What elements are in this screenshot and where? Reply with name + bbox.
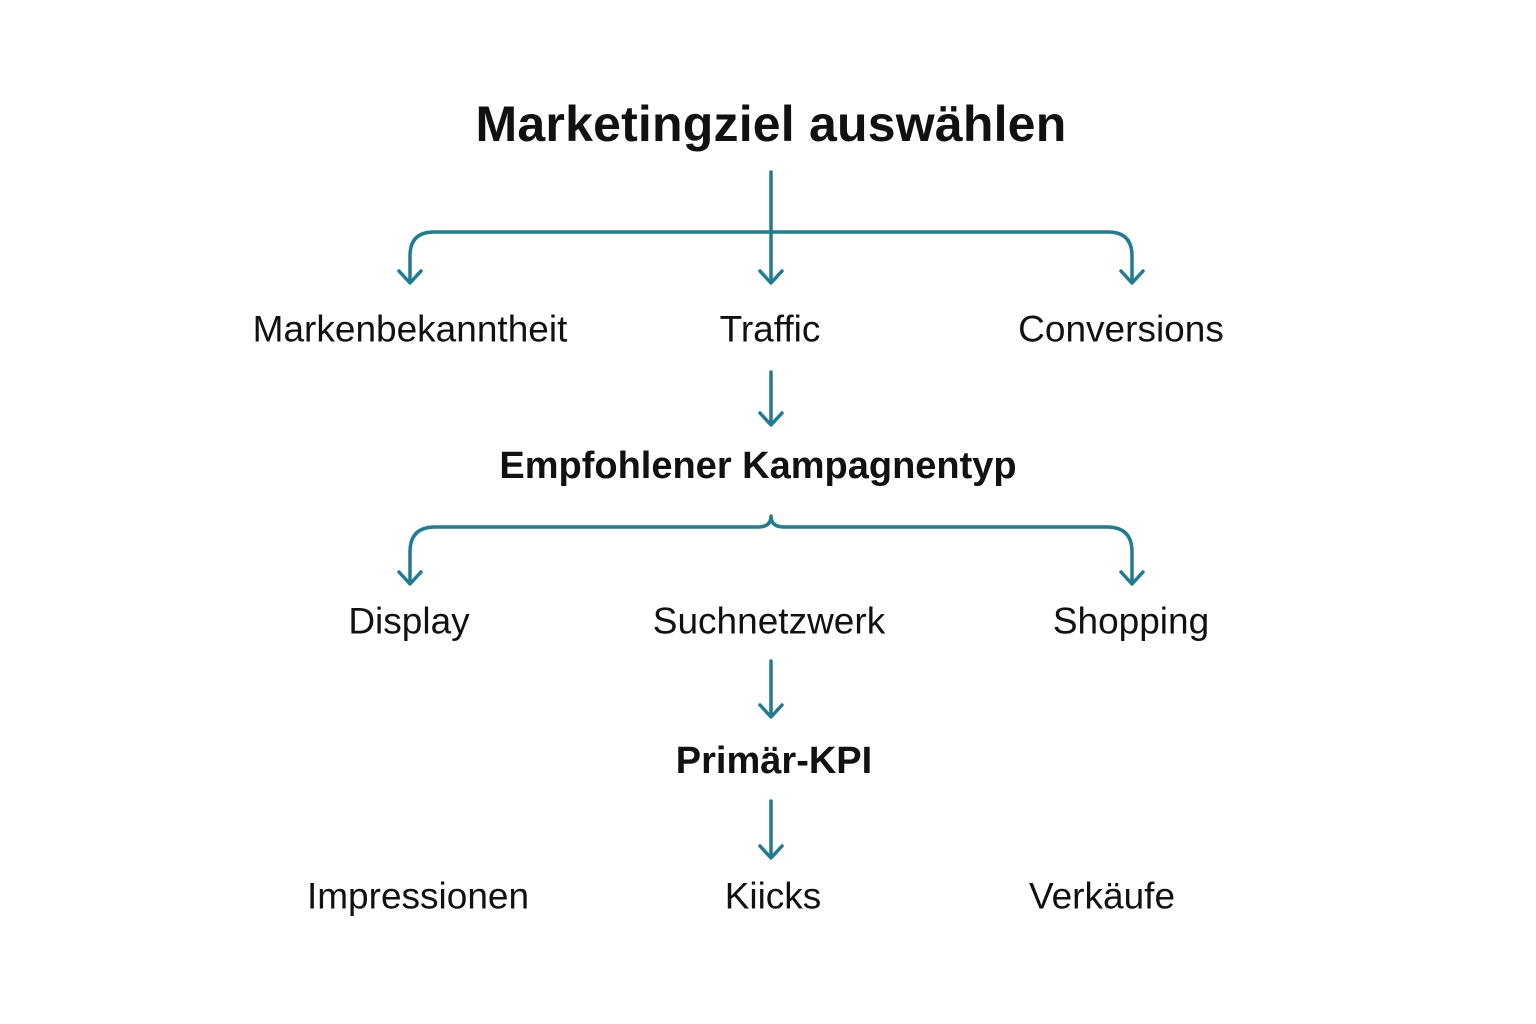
kpi-heading: Primär-KPI [675, 740, 873, 782]
campaign-type-display: Display [348, 600, 470, 642]
arrowhead-display [397, 570, 423, 586]
arrowhead-kiicks [758, 844, 784, 860]
campaign-to-types-brace [408, 514, 1134, 584]
kpi-verkaeufe: Verkäufe [1028, 875, 1176, 917]
arrowhead-markenbekanntheit [397, 269, 423, 285]
diagram-title: Marketingziel auswählen [475, 96, 1067, 152]
arrowhead-conversions [1119, 269, 1145, 285]
arrowhead-campaign-heading [758, 411, 784, 427]
arrowhead-shopping [1119, 570, 1145, 586]
goal-traffic: Traffic [719, 308, 821, 350]
campaign-type-suchnetzwerk: Suchnetzwerk [652, 600, 886, 642]
campaign-type-heading: Empfohlener Kampagnentyp [499, 445, 1017, 487]
goal-markenbekanntheit: Markenbekanntheit [252, 308, 568, 350]
campaign-type-shopping: Shopping [1052, 600, 1210, 642]
kpi-impressionen: Impressionen [306, 875, 530, 917]
arrowhead-traffic [758, 269, 784, 285]
kpi-kiicks: Kiicks [724, 875, 822, 917]
arrowhead-kpi-heading [758, 703, 784, 719]
goal-conversions: Conversions [1018, 308, 1224, 350]
